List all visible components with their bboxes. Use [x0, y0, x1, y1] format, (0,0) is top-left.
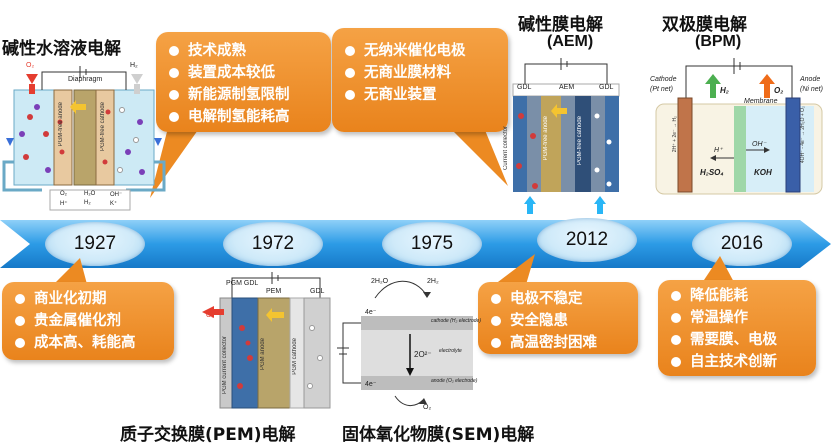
bpm-membrane-label: Membrane — [744, 98, 778, 105]
alkaline-cell-svg — [2, 66, 166, 211]
pem-anode-label: PGM anode — [260, 338, 266, 371]
callout-1972-item: 贵金属催化剂 — [12, 310, 164, 332]
alkaline-cathode-label: PGM-free cathode — [100, 102, 106, 152]
callout-1927-item: 新能源制氢限制 — [166, 84, 321, 106]
sem-electrolyte-label: electrolyte — [439, 348, 462, 354]
year-2012: 2012 — [537, 218, 637, 262]
year-1927: 1927 — [45, 222, 145, 266]
bpm-title: 双极膜电解 — [662, 15, 747, 35]
sem-e-bottom-label: 4e⁻ — [365, 381, 377, 388]
pem-cell-svg — [202, 272, 331, 409]
aem-current-collector-label: Current collector — [503, 126, 509, 171]
pem-pem-label: PEM — [266, 288, 282, 295]
callout-pointer-sem — [490, 254, 535, 288]
year-2016: 2016 — [692, 222, 792, 266]
callout-sem-item: 安全隐患 — [488, 310, 628, 332]
bpm-cathode-label: Cathode — [650, 76, 677, 83]
sem-h2o-label: 2H₂O — [371, 278, 389, 285]
callout-1975-item: 无商业膜材料 — [342, 62, 498, 84]
aem-title: 碱性膜电解 — [518, 15, 603, 35]
callout-pointer-1972 — [50, 258, 88, 288]
sem-diagram: 2H₂O 2H₂ 4e⁻ 4e⁻ 2O²⁻ O₂ cathode (H₂ ele… — [335, 268, 481, 416]
legend-h2: H₂ — [84, 200, 91, 206]
alkaline-h2-label: H₂ — [130, 62, 138, 69]
bpm-o2-label: O₂ — [774, 86, 784, 95]
aem-anode-label: PGM-free anode — [543, 116, 549, 161]
callout-1927-item: 装置成本较低 — [166, 62, 321, 84]
callout-1975: 无纳米催化电极 无商业膜材料 无商业装置 — [332, 28, 508, 132]
legend-hplus: H⁺ — [60, 201, 68, 207]
bpm-h2-label: H₂ — [720, 86, 729, 95]
sem-e-top-label: 4e⁻ — [365, 309, 377, 316]
bpm-base-label: KOH — [754, 168, 772, 177]
sem-o2-label: O₂ — [423, 404, 432, 411]
callout-pointer-1975 — [440, 118, 508, 186]
sem-anode-label: anode (O₂ electrode) — [431, 378, 478, 384]
callout-2016-item: 自主技术创新 — [668, 351, 806, 373]
pem-cathode-label: PGM cathode — [292, 338, 298, 375]
callout-sem-item: 电极不稳定 — [488, 288, 628, 310]
callout-2016-item: 需要膜、电极 — [668, 329, 806, 351]
bpm-cathode-net-label: (Pt net) — [650, 86, 673, 93]
bpm-ohminus-label: OH⁻ — [752, 141, 767, 148]
bpm-anode-net-label: (Ni net) — [800, 86, 823, 93]
aem-gdl-left-label: GDL — [517, 84, 532, 91]
legend-ohminus: OH⁻ — [110, 192, 123, 198]
callout-1927-item: 技术成熟 — [166, 40, 321, 62]
pem-pgm-gdl-label: PGM GDL — [226, 280, 259, 287]
callout-1927: 技术成熟 装置成本较低 新能源制氢限制 电解制氢能耗高 — [156, 32, 331, 132]
pem-o2-label: O₂ — [206, 312, 215, 319]
callout-sem-item: 高温密封困难 — [488, 332, 628, 354]
alkaline-o2-label: O₂ — [26, 62, 35, 69]
legend-o2: O₂ — [60, 191, 67, 197]
pem-current-collector-label: PGM current collector — [222, 336, 228, 395]
pem-gdl-label: GDL — [310, 288, 325, 295]
bpm-cell-svg — [655, 58, 823, 195]
callout-pointer-2016 — [700, 256, 736, 286]
callout-1927-item: 电解制氢能耗高 — [166, 106, 321, 128]
aem-cathode-label: PGM-free cathode — [577, 116, 583, 166]
aem-diagram: GDL AEM GDL PGM-free anode PGM-free cath… — [503, 56, 627, 218]
sem-ion-label: 2O²⁻ — [414, 350, 432, 359]
bpm-left-reaction-label: 2H⁺ + 2e⁻ → H₂ — [672, 116, 678, 153]
sem-cell-svg — [337, 280, 473, 406]
bpm-subtitle: (BPM) — [695, 33, 742, 50]
bpm-right-reaction-label: 4OH⁻ - 4e⁻ → 2H₂O + O₂ — [800, 106, 806, 164]
alkaline-anode-label: PGM-free anode — [58, 102, 64, 147]
callout-1972-item: 商业化初期 — [12, 288, 164, 310]
pem-diagram: PGM GDL PEM GDL O₂ PGM current collector… — [192, 268, 342, 416]
bpm-diagram: Cathode (Pt net) Anode (Ni net) Membrane… — [648, 54, 828, 204]
callout-sem: 电极不稳定 安全隐患 高温密封困难 — [478, 282, 638, 354]
aem-gdl-right-label: GDL — [599, 84, 614, 91]
legend-h2o: H₂O — [84, 191, 96, 197]
alkaline-title: 碱性水溶液电解 — [2, 39, 121, 59]
callout-2016-item: 常温操作 — [668, 307, 806, 329]
bpm-anode-label: Anode — [800, 76, 821, 83]
callout-1975-item: 无商业装置 — [342, 84, 498, 106]
callout-2016-item: 降低能耗 — [668, 285, 806, 307]
aem-cell-svg — [512, 58, 620, 214]
callout-1975-item: 无纳米催化电极 — [342, 40, 498, 62]
legend-kplus: K⁺ — [110, 201, 118, 207]
callout-1972-item: 成本高、耗能高 — [12, 332, 164, 354]
sem-title: 固体氧化物膜(SEM)电解 — [342, 425, 535, 445]
alkaline-diaphragm-label: Diaphragm — [68, 76, 103, 83]
aem-subtitle: (AEM) — [547, 33, 594, 50]
pem-title: 质子交换膜(PEM)电解 — [120, 425, 296, 445]
sem-h2-label: 2H₂ — [427, 278, 439, 285]
bpm-acid-label: H₂SO₄ — [700, 168, 724, 177]
aem-aem-label: AEM — [559, 84, 575, 91]
year-1975: 1975 — [382, 222, 482, 266]
bpm-hplus-label: H⁺ — [714, 147, 723, 154]
callout-2016: 降低能耗 常温操作 需要膜、电极 自主技术创新 — [658, 280, 816, 376]
alkaline-diagram: Diaphragm O₂ H₂ PGM-free anode PGM-free … — [2, 62, 172, 212]
sem-cathode-label: cathode (H₂ electrode) — [431, 318, 481, 324]
year-1972: 1972 — [223, 222, 323, 266]
callout-1972: 商业化初期 贵金属催化剂 成本高、耗能高 — [2, 282, 174, 360]
